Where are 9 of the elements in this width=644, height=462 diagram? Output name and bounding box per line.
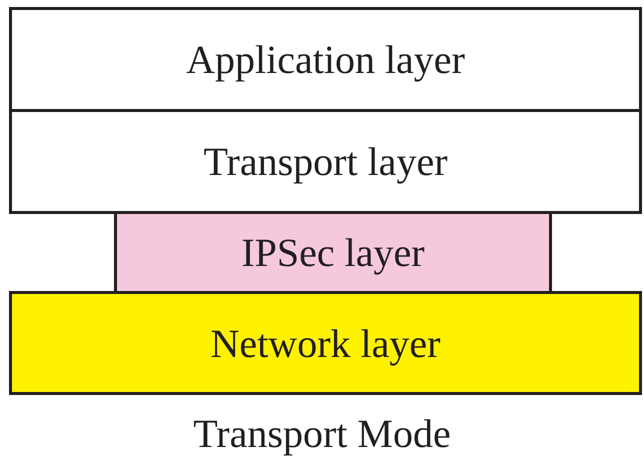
- layer-box: [114, 211, 552, 294]
- layer-name: Transport layer: [203, 138, 448, 185]
- layer-box: [9, 7, 642, 112]
- caption: Transport Mode: [192, 410, 452, 457]
- layer-box: [9, 291, 642, 395]
- layer-name: Application layer: [186, 36, 465, 83]
- layer-name: Network layer: [210, 320, 440, 366]
- layer-name: IPSec layer: [241, 229, 425, 276]
- layer-box: [9, 109, 642, 214]
